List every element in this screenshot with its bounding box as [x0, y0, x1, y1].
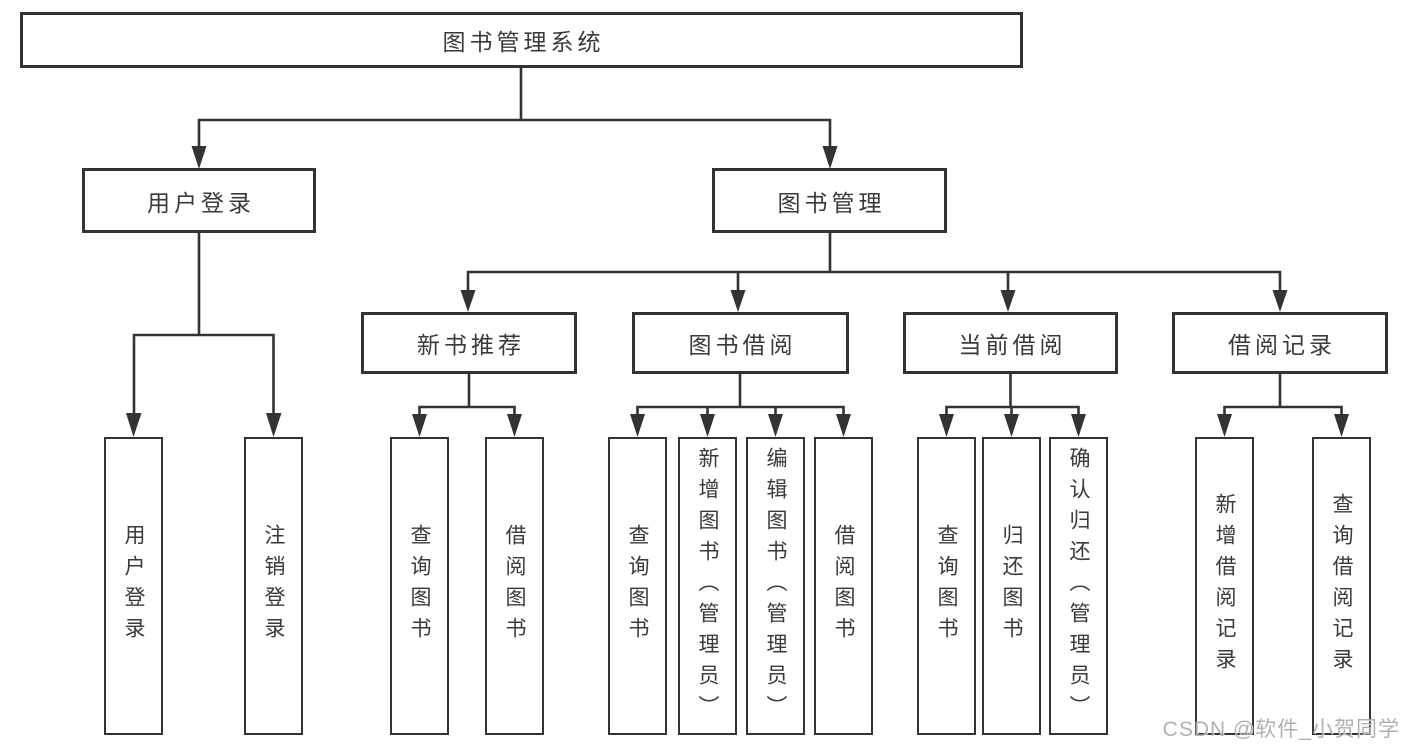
- leaf-newbook-query-books: 查询图书: [390, 437, 449, 735]
- leaf-user-login-label: 用户登录: [122, 524, 145, 648]
- leaf-borrow-query-books-label: 查询图书: [626, 524, 649, 648]
- leaf-user-login: 用户登录: [104, 437, 163, 735]
- node-book-borrowing: 图书借阅: [632, 312, 849, 374]
- leaf-current-query-books-label: 查询图书: [935, 524, 958, 648]
- node-user-login-label: 用户登录: [147, 189, 255, 216]
- leaf-logout-label: 注销登录: [262, 524, 285, 648]
- node-borrowing-records: 借阅记录: [1172, 312, 1388, 374]
- leaf-logout: 注销登录: [244, 437, 303, 735]
- node-current-borrowing-label: 当前借阅: [958, 332, 1067, 358]
- watermark: CSDN @软件_小贺同学: [1162, 718, 1400, 741]
- leaf-borrow-query-books: 查询图书: [608, 437, 667, 735]
- leaf-newbook-query-books-label: 查询图书: [408, 524, 431, 648]
- leaf-current-query-books: 查询图书: [917, 437, 976, 735]
- leaf-newbook-borrow-books: 借阅图书: [485, 437, 544, 735]
- leaf-newbook-borrow-books-label: 借阅图书: [503, 524, 526, 648]
- node-book-management: 图书管理: [712, 168, 947, 233]
- leaf-records-add-borrow-record: 新增借阅记录: [1195, 437, 1254, 735]
- node-borrowing-records-label: 借阅记录: [1228, 332, 1336, 358]
- leaf-borrow-edit-books-admin-label: 编辑图书（管理员）: [764, 446, 787, 726]
- leaf-borrow-add-books-admin: 新增图书（管理员）: [678, 437, 737, 735]
- node-book-borrowing-label: 图书借阅: [688, 332, 797, 358]
- node-new-book-recommendation-label: 新书推荐: [417, 332, 525, 358]
- leaf-records-add-borrow-record-label: 新增借阅记录: [1213, 493, 1236, 679]
- node-user-login: 用户登录: [82, 168, 316, 233]
- leaf-records-query-borrow-record-label: 查询借阅记录: [1330, 493, 1353, 679]
- leaf-current-confirm-return-admin: 确认归还（管理员）: [1049, 437, 1108, 735]
- node-new-book-recommendation: 新书推荐: [361, 312, 577, 374]
- leaf-current-confirm-return-admin-label: 确认归还（管理员）: [1067, 446, 1090, 726]
- leaf-borrow-edit-books-admin: 编辑图书（管理员）: [746, 437, 805, 735]
- leaf-borrow-borrow-books-label: 借阅图书: [832, 524, 855, 648]
- node-book-management-label: 图书管理: [777, 189, 886, 216]
- node-library-management-system-label: 图书管理系统: [442, 29, 605, 55]
- node-library-management-system: 图书管理系统: [20, 12, 1023, 68]
- node-current-borrowing: 当前借阅: [903, 312, 1118, 374]
- leaf-current-return-books-label: 归还图书: [1000, 524, 1023, 648]
- leaf-borrow-add-books-admin-label: 新增图书（管理员）: [696, 446, 719, 726]
- leaf-records-query-borrow-record: 查询借阅记录: [1312, 437, 1371, 735]
- leaf-borrow-borrow-books: 借阅图书: [814, 437, 873, 735]
- leaf-current-return-books: 归还图书: [982, 437, 1041, 735]
